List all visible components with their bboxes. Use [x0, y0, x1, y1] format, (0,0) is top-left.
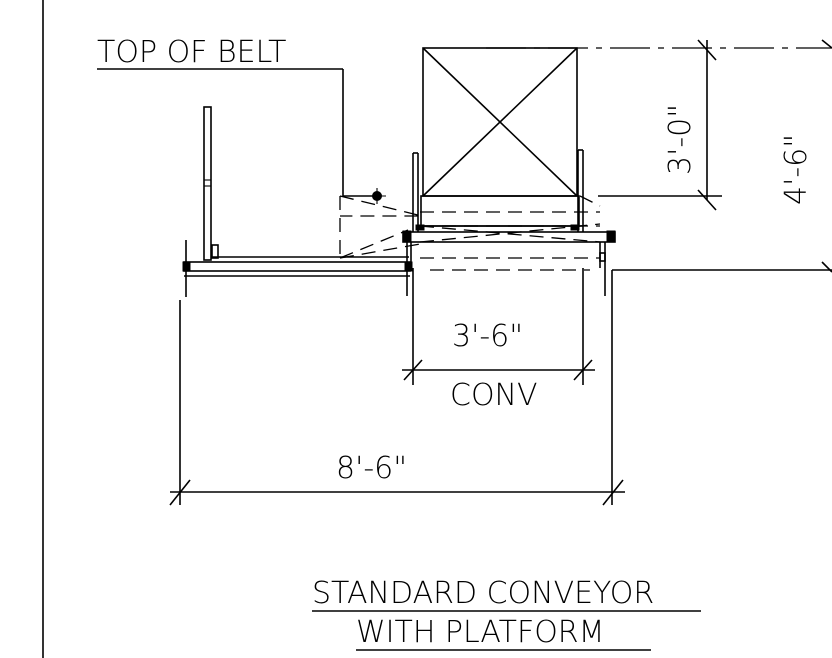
- conveyor-frame: [402, 230, 616, 296]
- dim-4-6-label: 4'-6": [779, 134, 814, 205]
- vertical-dimensions: [486, 39, 832, 296]
- top-of-belt-label: TOP OF BELT: [97, 35, 286, 70]
- left-handrail: [203, 106, 212, 261]
- conv-label: CONV: [450, 378, 538, 413]
- conveyor-cover-box: [415, 47, 583, 231]
- overall-dimension: [169, 296, 625, 506]
- title-line-2: WITH PLATFORM: [356, 615, 605, 650]
- conv-dimension: [402, 268, 595, 385]
- dim-8-6-label: 8'-6": [336, 451, 407, 486]
- dim-3-0-label: 3'-0": [663, 104, 698, 175]
- top-of-belt-leader: [342, 69, 377, 197]
- belt-hidden-lines: [339, 195, 601, 271]
- platform: [182, 240, 411, 297]
- dim-3-6-label: 3'-6": [452, 319, 523, 354]
- title-line-1: STANDARD CONVEYOR: [312, 576, 654, 611]
